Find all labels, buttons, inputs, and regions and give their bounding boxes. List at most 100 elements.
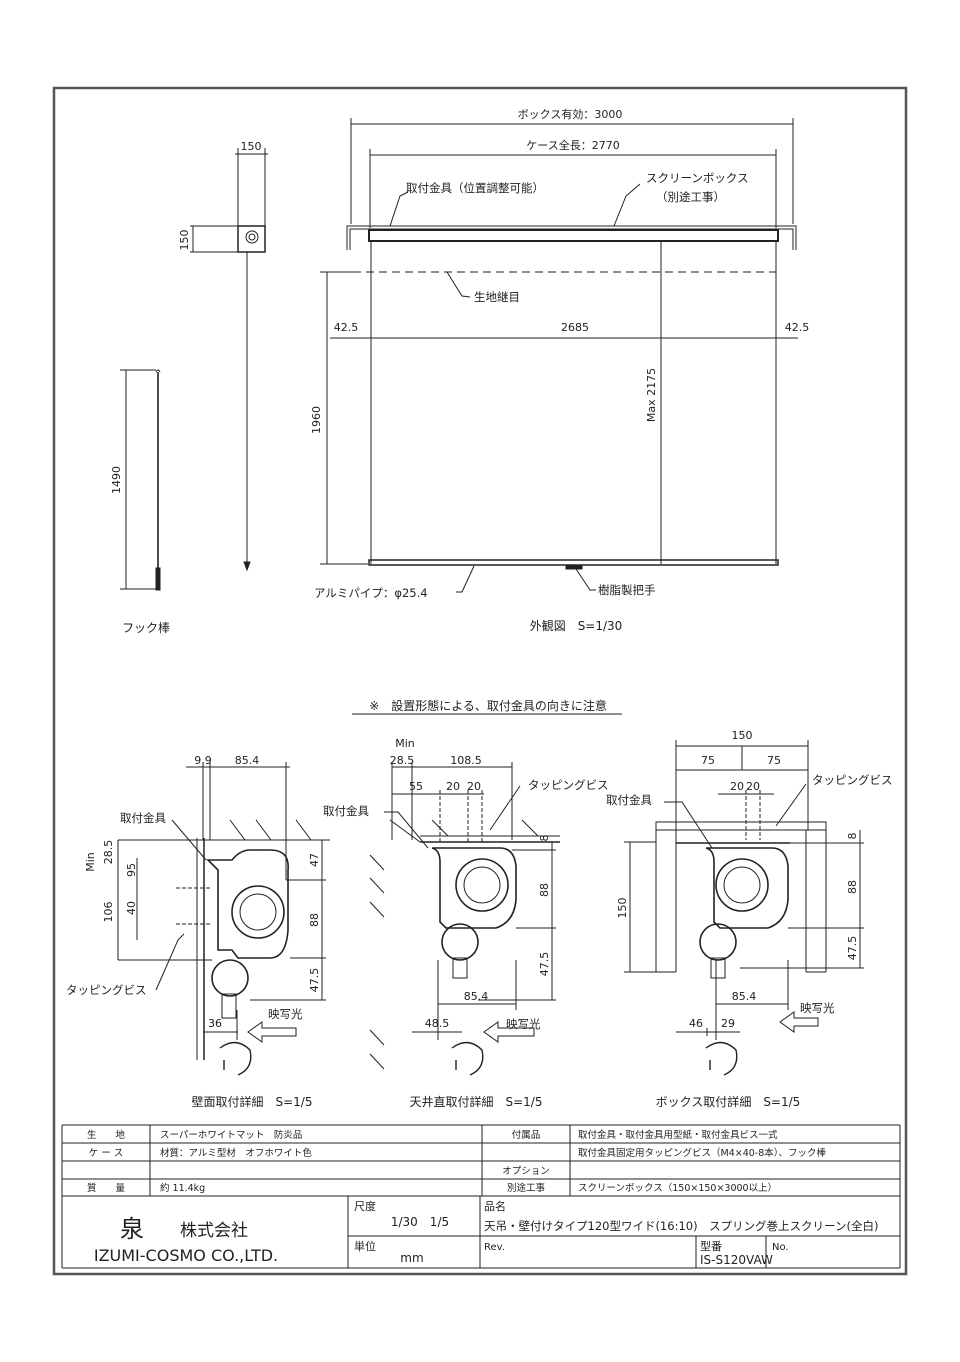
side-dim-height: 150 <box>178 230 191 251</box>
label-bracket: 取付金具（位置調整可能） <box>406 181 544 195</box>
dim-88-box: 88 <box>846 880 859 894</box>
dim-36: 36 <box>208 1017 222 1030</box>
dim-106: 106 <box>102 902 115 923</box>
scale-value: 1/30 1/5 <box>391 1215 449 1229</box>
dim-20-a: 20 <box>446 780 460 793</box>
dim-width: 2685 <box>561 321 589 334</box>
spec-value-case: 材質：アルミ型材 オフホワイト色 <box>160 1147 312 1159</box>
dim-150-box-width: 150 <box>732 729 753 742</box>
dim-8-box: 8 <box>846 833 859 840</box>
label-screen-box: スクリーンボックス <box>646 171 749 185</box>
dim-47-5-ceiling: 47.5 <box>538 952 551 977</box>
detail-wall-mount <box>117 762 330 1076</box>
company-name-en: IZUMI-COSMO CO.,LTD. <box>94 1246 278 1265</box>
number-label: No. <box>772 1242 789 1253</box>
company-name-jp: 株式会社 <box>180 1221 248 1241</box>
dim-case-length: ケース全長：2770 <box>526 138 619 152</box>
label-handle: 樹脂製把手 <box>598 583 656 597</box>
rev-label: Rev. <box>484 1242 505 1253</box>
detail-box-mount <box>624 740 864 1076</box>
dim-75-b: 75 <box>767 754 781 767</box>
spec-key-accessories: 付属品 <box>512 1130 541 1141</box>
dim-85-4-ceiling: 85.4 <box>464 990 489 1003</box>
dim-48-5: 48.5 <box>425 1017 450 1030</box>
dim-box-effective: ボックス有効：3000 <box>518 107 623 121</box>
scale-label: 尺度 <box>354 1199 376 1213</box>
dim-85-4: 85.4 <box>235 754 260 767</box>
caption-ceiling-detail: 天井直取付詳細 S=1/5 <box>410 1094 543 1109</box>
title-block-text: 泉 株式会社 IZUMI-COSMO CO.,LTD. 尺度 1/30 1/5 … <box>94 1199 879 1267</box>
unit-value: mm <box>400 1251 423 1265</box>
dim-8-ceiling: 8 <box>538 835 551 842</box>
label-screw-wall: タッピングビス <box>66 983 147 997</box>
label-screen-box-note: （別途工事） <box>656 190 725 204</box>
dim-47: 47 <box>308 853 321 867</box>
caption-hook-rod: フック棒 <box>122 621 170 635</box>
dim-left-margin: 42.5 <box>334 321 359 334</box>
dim-150-box-height: 150 <box>616 898 629 919</box>
front-view-labels: ボックス有効：3000 ケース全長：2770 取付金具（位置調整可能） スクリー… <box>310 107 809 633</box>
side-dim-width: 150 <box>241 140 262 153</box>
detail-ceiling-labels: Min 28.5 108.5 55 20 20 8 88 47.5 85.4 4… <box>323 737 609 1109</box>
dim-height: 1960 <box>310 406 323 434</box>
dim-28-5-ceiling: 28.5 <box>390 754 415 767</box>
dim-min-ceiling: Min <box>395 737 415 750</box>
title-block <box>61 1196 901 1269</box>
spec-key-weight: 質 量 <box>87 1182 126 1194</box>
spec-key-case: ケ ー ス <box>89 1148 124 1159</box>
dim-28-5: 28.5 <box>102 840 115 865</box>
company-mark: 泉 <box>120 1215 144 1243</box>
spec-key-separate-work: 別途工事 <box>507 1182 546 1194</box>
dim-47-5-box: 47.5 <box>846 936 859 961</box>
label-projection-wall: 映写光 <box>268 1007 303 1021</box>
label-fabric-seam: 生地継目 <box>474 290 520 304</box>
model-label: 型番 <box>700 1239 722 1253</box>
dim-95: 95 <box>125 863 138 877</box>
caption-front-view: 外観図 S=1/30 <box>530 619 623 633</box>
side-view <box>190 148 268 572</box>
spec-value-accessories: 取付金具・取付金具用型紙・取付金具ビス一式 <box>578 1129 778 1141</box>
caption-wall-detail: 壁面取付詳細 S=1/5 <box>192 1094 313 1109</box>
label-bracket-box: 取付金具 <box>606 793 652 807</box>
dim-88: 88 <box>308 913 321 927</box>
spec-value-weight: 約 11.4kg <box>160 1182 205 1194</box>
dim-9-9: 9.9 <box>194 754 212 767</box>
hook-rod-labels: 1490 フック棒 <box>110 466 170 635</box>
dim-29: 29 <box>721 1017 735 1030</box>
label-pipe: アルミパイプ：φ25.4 <box>314 586 428 600</box>
dim-85-4-box: 85.4 <box>732 990 757 1003</box>
sheet-border <box>52 86 908 1276</box>
dim-46: 46 <box>689 1017 703 1030</box>
dim-20-b: 20 <box>467 780 481 793</box>
dim-20-a-box: 20 <box>730 780 744 793</box>
dim-max-drop: Max 2175 <box>645 368 658 422</box>
detail-box-labels: 150 75 75 20 20 8 88 47.5 150 85.4 46 29… <box>606 729 893 1109</box>
product-name-label: 品名 <box>484 1199 506 1213</box>
spec-value-accessories-2: 取付金具固定用タッピングビス（M4×40-8本）、フック棒 <box>578 1147 827 1159</box>
side-view-labels: 150 150 <box>178 140 262 251</box>
spec-table-text: 生 地 スーパーホワイトマット 防炎品 付属品 取付金具・取付金具用型紙・取付金… <box>87 1129 827 1194</box>
dim-right-margin: 42.5 <box>785 321 810 334</box>
label-bracket-wall: 取付金具 <box>120 811 166 825</box>
installation-note: ※ 設置形態による、取付金具の向きに注意 <box>369 698 607 713</box>
spec-key-option: オプション <box>502 1166 550 1177</box>
spec-key-fabric: 生 地 <box>87 1129 126 1141</box>
product-name: 天吊・壁付けタイプ120型ワイド(16:10) スプリング巻上スクリーン(全白) <box>484 1219 878 1233</box>
dim-47-5: 47.5 <box>308 968 321 993</box>
label-bracket-ceiling: 取付金具 <box>323 804 369 818</box>
spec-value-fabric: スーパーホワイトマット 防炎品 <box>160 1129 302 1141</box>
hook-rod <box>120 369 161 591</box>
label-projection-box: 映写光 <box>800 1001 835 1015</box>
dim-75-a: 75 <box>701 754 715 767</box>
hook-rod-length: 1490 <box>110 466 123 494</box>
label-projection-ceiling: 映写光 <box>506 1017 541 1031</box>
model-number: IS-S120VAW <box>700 1253 773 1267</box>
detail-ceiling-mount <box>369 762 560 1076</box>
spec-table <box>61 1124 901 1197</box>
label-screw-box: タッピングビス <box>812 773 893 787</box>
unit-label: 単位 <box>354 1239 376 1253</box>
dim-min: Min <box>84 852 97 872</box>
detail-wall-labels: 9.9 85.4 Min 28.5 95 40 106 47 88 47.5 3… <box>66 754 321 1109</box>
